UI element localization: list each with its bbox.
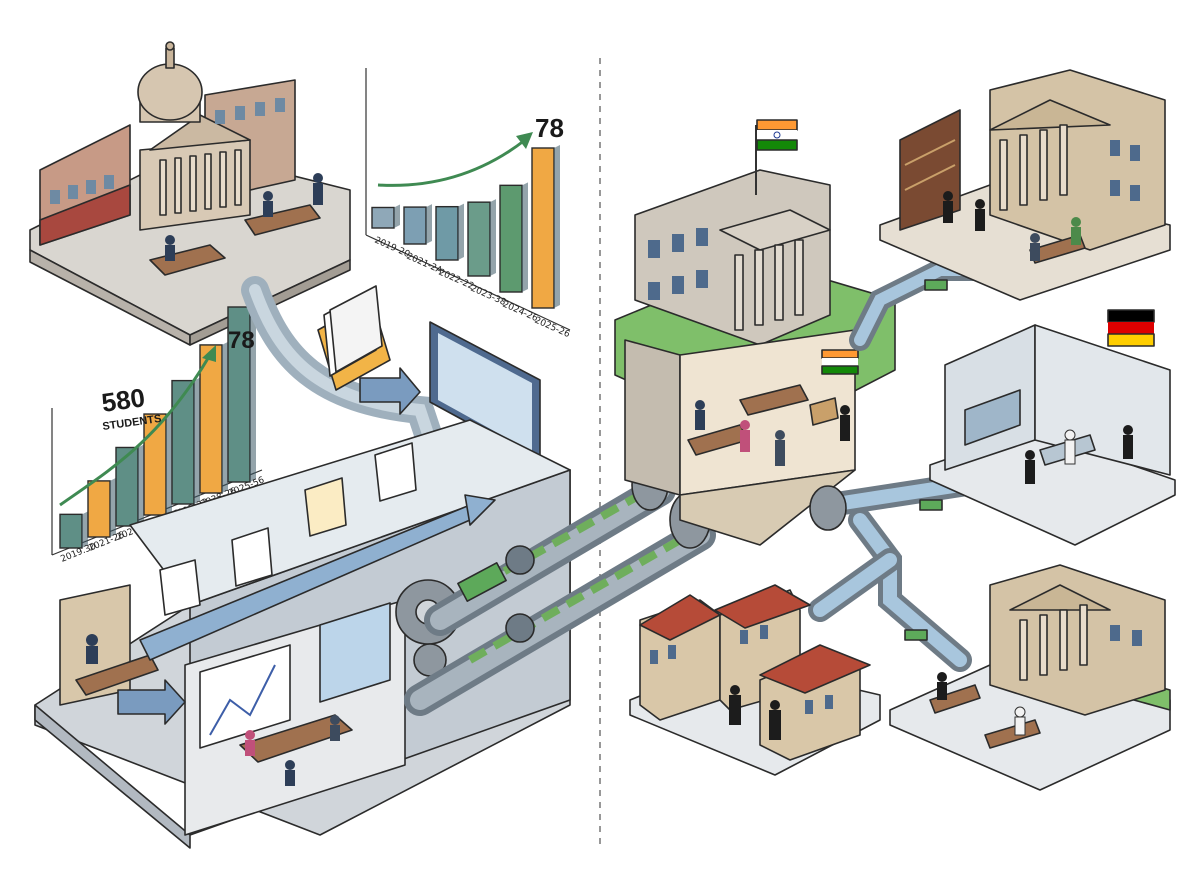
chart-b-bar-side-6 [222,341,228,493]
chart-b-bar-3 [115,446,139,527]
chart-b-bar-side-3 [138,444,144,526]
chart-b-bar-5 [171,379,195,505]
document-icon [159,442,417,616]
chart-a-bar-side-5 [522,182,528,292]
university-campus-left [629,584,881,776]
chart-a-bar-5 [499,184,523,293]
research-lab [929,309,1176,546]
chart-a-tick-label-6: 2025-26 [533,316,572,341]
chart-a-trend-arrow [377,138,526,187]
chart-a-bar-side-3 [458,203,464,260]
university-campus-right [889,564,1171,791]
chart-a-bar-6 [531,147,555,309]
university-library [879,69,1171,301]
chart-b-bar-side-4 [166,411,172,515]
chart-a-arrowhead-icon [516,132,533,149]
enrollment-bar-chart-a: 2019-202021-2A2022-222023-382024-262025-… [365,68,572,341]
chart-b-bar-side-1 [82,511,88,548]
chart-b-annotation: 78 [228,327,255,354]
chart-b-callout: 580 [100,382,147,418]
chart-b-bar-side-5 [194,377,200,504]
germany-flag-icon [1107,309,1155,347]
chart-a-annotation: 78 [535,113,564,143]
folder-icon [317,285,391,391]
chart-a-bar-side-4 [490,199,496,276]
india-flag-icon [756,119,798,151]
arrow-icon [359,367,421,415]
chart-a-x-axis [365,234,571,331]
chart-a-bar-4 [467,201,491,277]
chart-b-bar-side-7 [250,304,256,482]
chart-a-bar-2 [403,206,427,245]
chart-a-bar-side-2 [426,204,432,244]
india-flag-icon [821,349,859,375]
chart-a-bar-3 [435,205,459,261]
chart-b-bar-2 [87,480,111,538]
chart-a-bar-side-6 [554,145,560,308]
chart-a-bar-side-1 [394,204,400,228]
chart-b-trend-arrow [59,354,212,507]
chart-b-arrowhead-icon [202,345,216,362]
chart-a-bar-1 [371,206,395,229]
chart-b-bar-side-2 [110,477,116,537]
processing-center-block [34,419,571,849]
government-office-block [29,41,351,346]
chart-b-bar-1 [59,513,83,549]
indian-government-building [614,119,896,546]
